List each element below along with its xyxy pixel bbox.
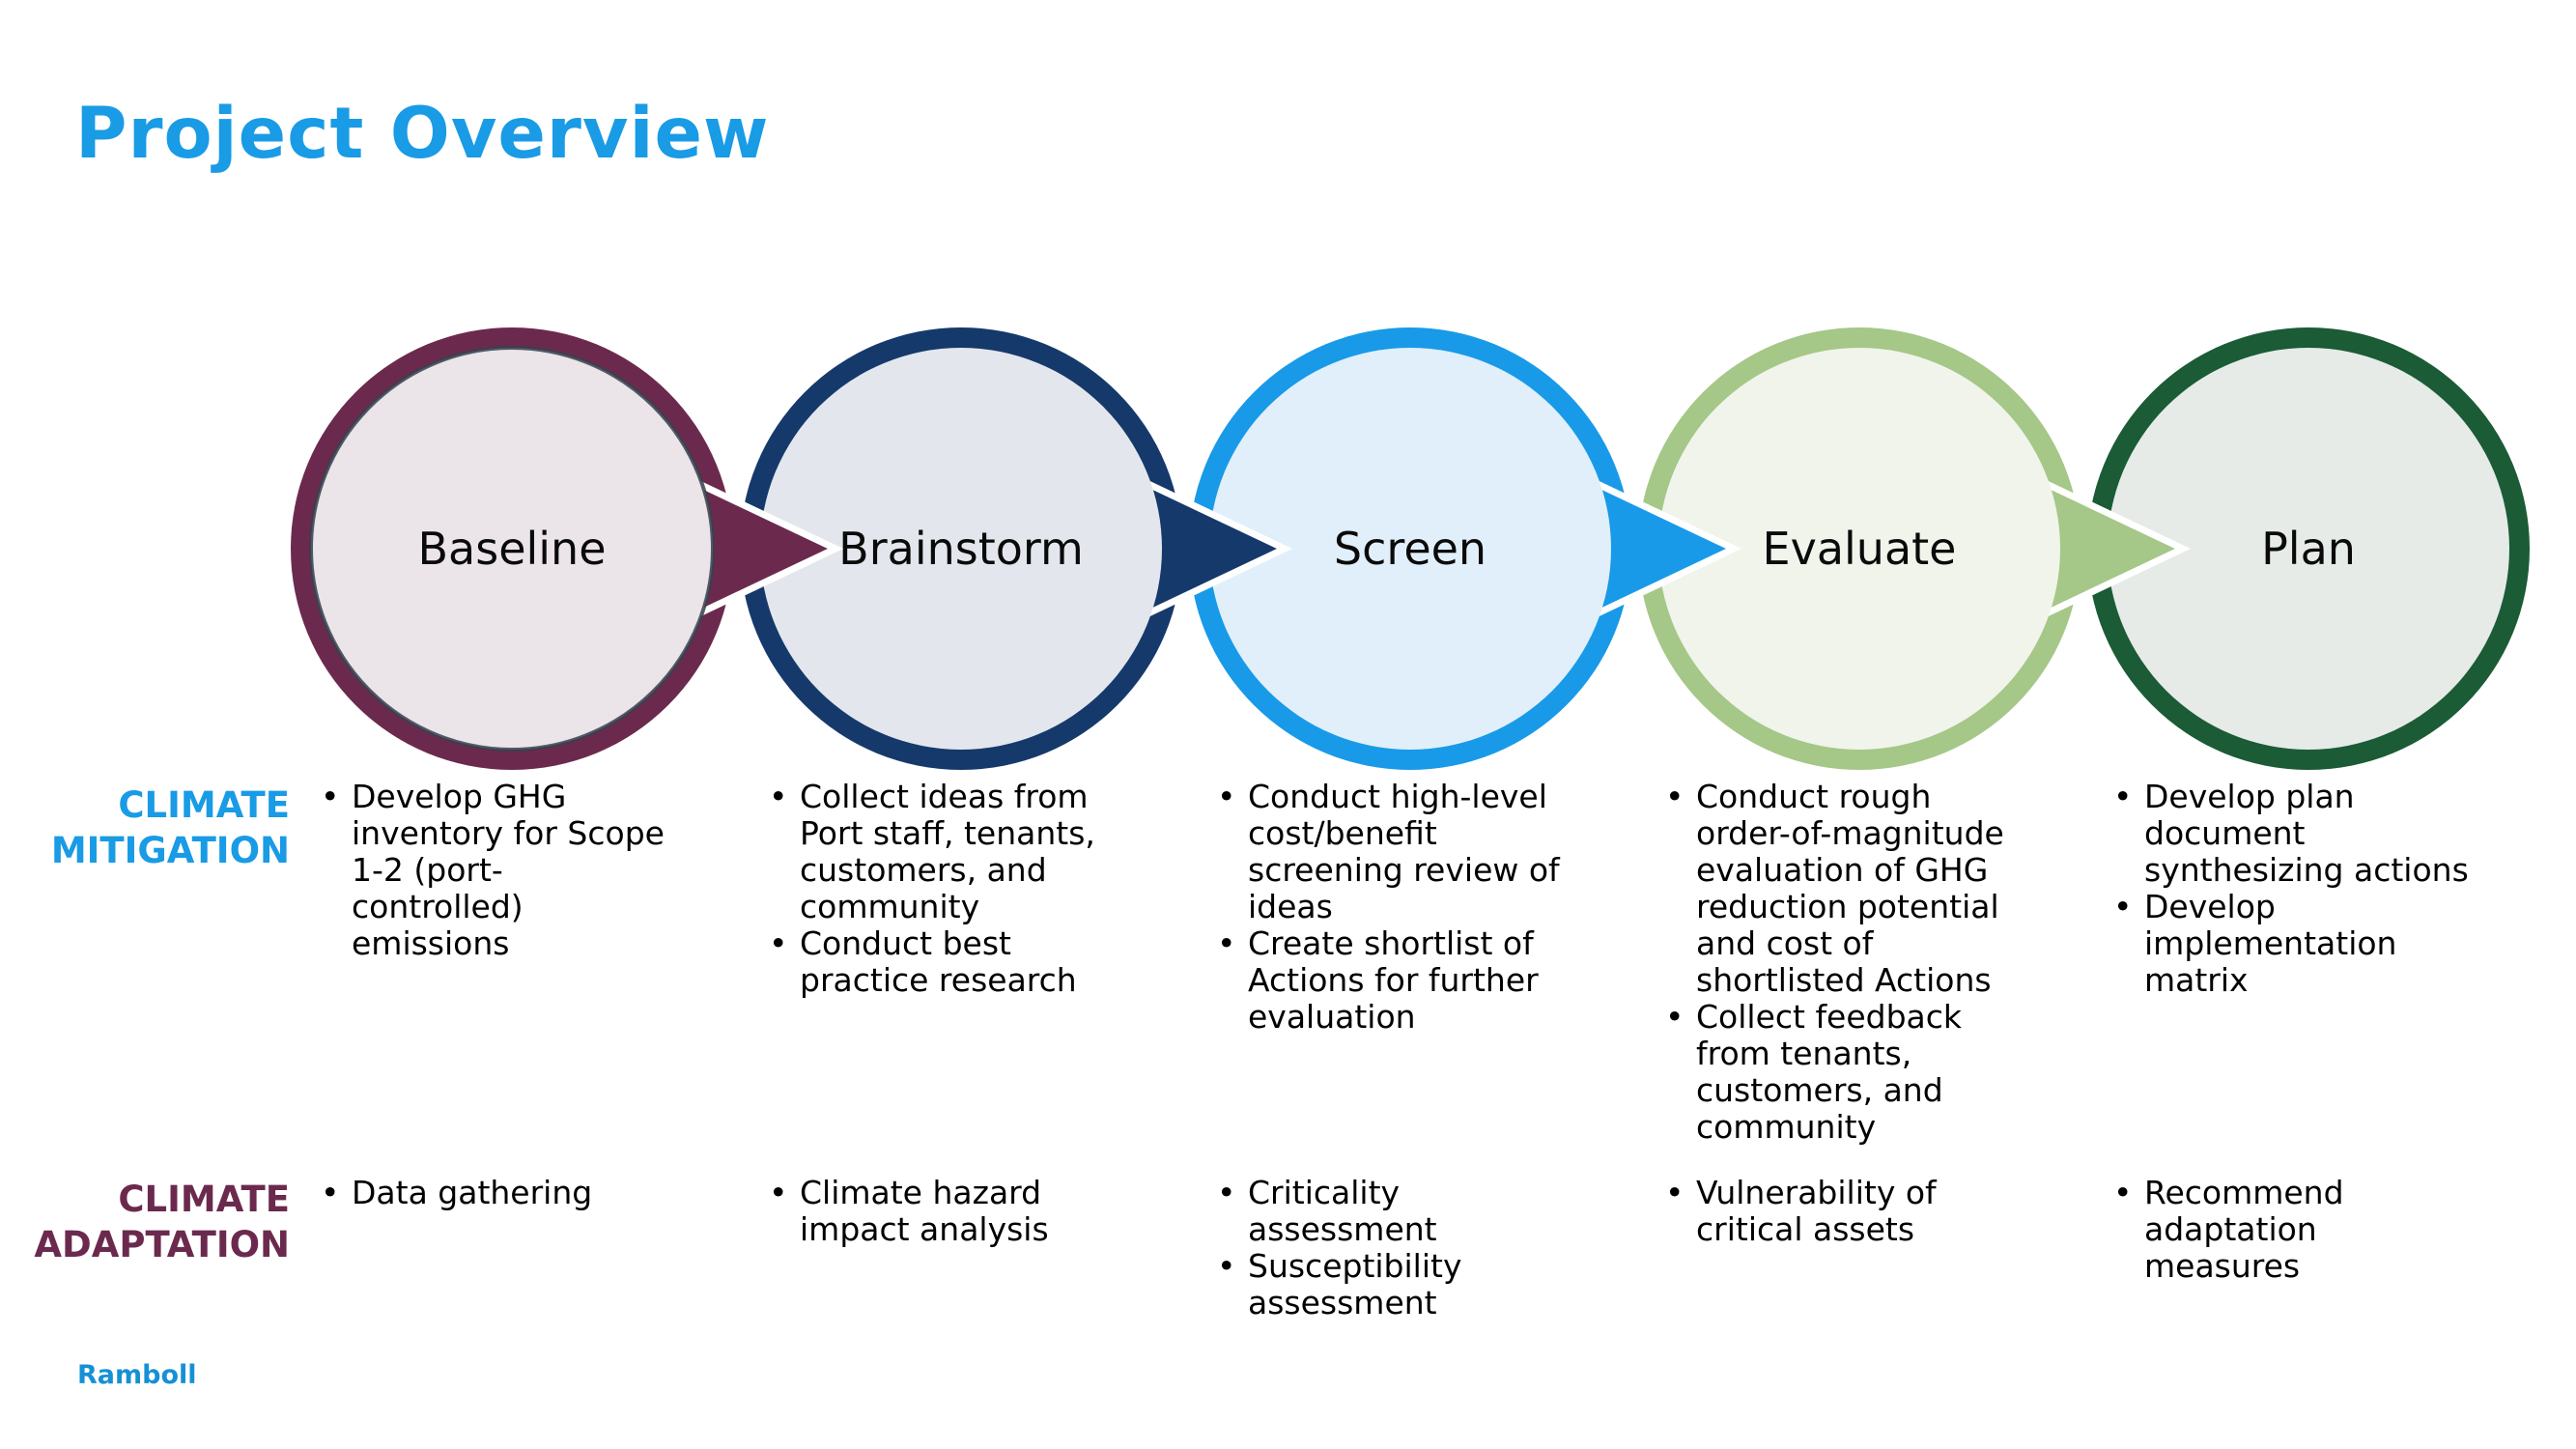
adaptation-screen-cell: Criticality assessment Susceptibility as… [1217,1175,1599,1321]
list-item: Data gathering [321,1175,668,1211]
adaptation-brainstorm-cell: Climate hazard impact analysis [769,1175,1126,1248]
bullet-text: Vulnerability of critical assets [1696,1174,1937,1248]
list-item: Susceptibility assessment [1217,1248,1599,1321]
bullet-text: Conduct high-level cost/benefit screenin… [1248,778,1560,925]
bullet-dot [1217,925,1248,962]
list-item: Conduct best practice research [769,925,1126,999]
ramboll-logo: Ramboll [77,1360,197,1390]
bullet-dot [769,1175,800,1211]
row-label-line: ADAPTATION [34,1224,290,1265]
stage-label-brainstorm: Brainstorm [838,523,1084,575]
list-item: Criticality assessment [1217,1175,1599,1248]
list-item: Recommend adaptation measures [2113,1175,2471,1285]
bullet-dot [769,779,800,815]
list-item: Create shortlist of Actions for further … [1217,925,1599,1036]
row-label-line: CLIMATE [118,1179,290,1220]
mitigation-baseline-cell: Develop GHG inventory for Scope 1-2 (por… [321,779,668,962]
adaptation-plan-cell: Recommend adaptation measures [2113,1175,2471,1285]
bullet-dot [1665,779,1696,815]
bullet-text: Climate hazard impact analysis [800,1174,1049,1248]
bullet-dot [1217,1248,1248,1285]
mitigation-plan-cell: Develop plan document synthesizing actio… [2113,779,2471,999]
list-item: Collect feedback from tenants, customers… [1665,999,2032,1146]
list-item: Conduct rough order-of-magnitude evaluat… [1665,779,2032,999]
stage-plan: Plan [2087,327,2530,770]
bullet-text: Conduct rough order-of-magnitude evaluat… [1696,778,2004,999]
bullet-dot [1217,779,1248,815]
bullet-dot [1665,999,1696,1036]
bullet-dot [769,925,800,962]
bullet-text: Criticality assessment [1248,1174,1437,1248]
list-item: Develop plan document synthesizing actio… [2113,779,2471,889]
mitigation-screen-cell: Conduct high-level cost/benefit screenin… [1217,779,1599,1036]
bullet-text: Recommend adaptation measures [2144,1174,2344,1285]
stage-brainstorm: Brainstorm [740,327,1293,770]
adaptation-evaluate-cell: Vulnerability of critical assets [1665,1175,2032,1248]
stage-label-evaluate: Evaluate [1763,523,1957,575]
list-item: Climate hazard impact analysis [769,1175,1126,1248]
stage-label-baseline: Baseline [417,523,606,575]
list-item: Conduct high-level cost/benefit screenin… [1217,779,1599,925]
bullet-dot [1665,1175,1696,1211]
bullet-dot [2113,779,2144,815]
bullet-text: Develop plan document synthesizing actio… [2144,778,2469,889]
bullet-dot [1217,1175,1248,1211]
bullet-text: Collect ideas from Port staff, tenants, … [800,778,1095,925]
stage-label-plan: Plan [2261,523,2356,575]
bullet-text: Susceptibility assessment [1248,1247,1462,1321]
bullet-dot [2113,889,2144,925]
stage-label-screen: Screen [1334,523,1486,575]
row-label-line: CLIMATE [118,784,290,826]
climate-mitigation-label: CLIMATE MITIGATION [0,782,290,873]
stage-baseline: Baseline [291,327,844,770]
adaptation-baseline-cell: Data gathering [321,1175,668,1211]
list-item: Develop GHG inventory for Scope 1-2 (por… [321,779,668,962]
stage-fill [2108,348,2509,750]
mitigation-brainstorm-cell: Collect ideas from Port staff, tenants, … [769,779,1126,999]
bullet-dot [321,1175,352,1211]
bullet-text: Develop implementation matrix [2144,888,2397,999]
stage-fill [1209,348,1611,750]
stage-screen: Screen [1189,327,1742,770]
bullet-text: Conduct best practice research [800,924,1077,999]
stage-fill [760,348,1162,750]
list-item: Vulnerability of critical assets [1665,1175,2032,1248]
bullet-text: Collect feedback from tenants, customers… [1696,998,1963,1146]
climate-adaptation-label: CLIMATE ADAPTATION [0,1177,290,1267]
list-item: Develop implementation matrix [2113,889,2471,999]
stage-fill [309,346,715,752]
page-title: Project Overview [75,93,770,175]
bullet-text: Data gathering [352,1174,593,1211]
bullet-text: Develop GHG inventory for Scope 1-2 (por… [352,778,665,962]
row-label-line: MITIGATION [50,830,290,871]
bullet-dot [2113,1175,2144,1211]
bullet-dot [321,779,352,815]
stage-fill [1658,348,2060,750]
stage-evaluate: Evaluate [1638,327,2192,770]
bullet-text: Create shortlist of Actions for further … [1248,924,1539,1036]
mitigation-evaluate-cell: Conduct rough order-of-magnitude evaluat… [1665,779,2032,1146]
list-item: Collect ideas from Port staff, tenants, … [769,779,1126,925]
